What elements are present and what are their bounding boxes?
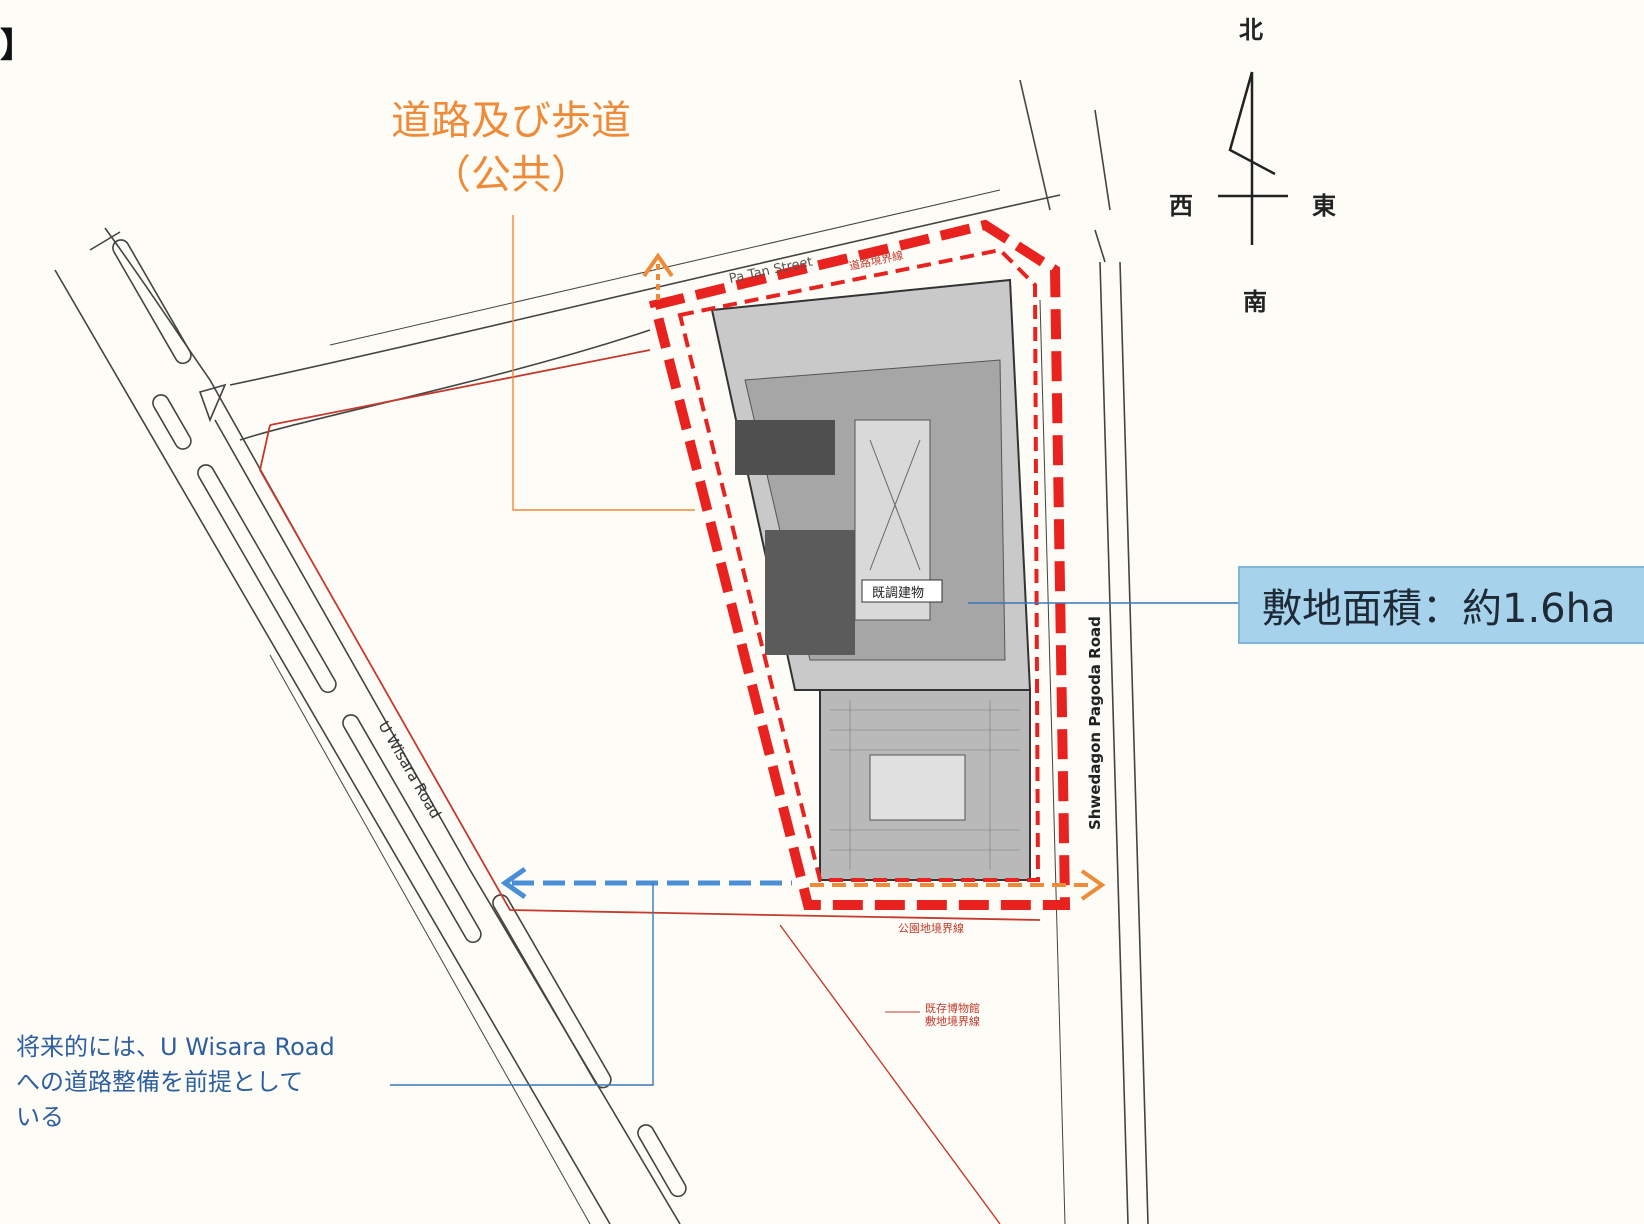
road-sidewalk-label: 道路及び歩道（公共） (391, 98, 631, 198)
shwedagon-pagoda-road (1039, 229, 1149, 1224)
compass-south-label: 南 (1243, 288, 1267, 316)
road-name-north: Pa Tan Street (728, 255, 814, 287)
future-road-arrow (500, 866, 792, 900)
compass-north-label: 北 (1239, 16, 1263, 44)
corner-bracket: 】 (0, 26, 34, 66)
road-name-east: Shwedagon Pagoda Road (1086, 616, 1104, 830)
u-wisara-road (54, 227, 687, 1224)
site-area-text: 敷地面積：約1.6ha (1262, 586, 1616, 632)
building-label: 既調建物 (872, 586, 924, 601)
future-note-leader (390, 883, 654, 1086)
existing-site-boundary (259, 349, 1041, 1224)
site-boundary-inner (677, 247, 1041, 882)
site-area-box: 敷地面積：約1.6ha (1238, 566, 1644, 644)
road-label-leader (512, 215, 695, 511)
site-boundary-outer (648, 219, 1071, 910)
existing-boundary-label: 既存博物館 敷地境界線 (925, 1001, 984, 1028)
compass-east-label: 東 (1312, 192, 1336, 220)
site-boundary-label: 公園地境界線 (898, 921, 964, 935)
access-arrow-north (642, 252, 674, 300)
compass-west-label: 西 (1169, 192, 1193, 220)
building-footprint (710, 278, 1032, 881)
access-arrow-east (810, 869, 1106, 901)
north-arrow-icon (1218, 71, 1288, 245)
